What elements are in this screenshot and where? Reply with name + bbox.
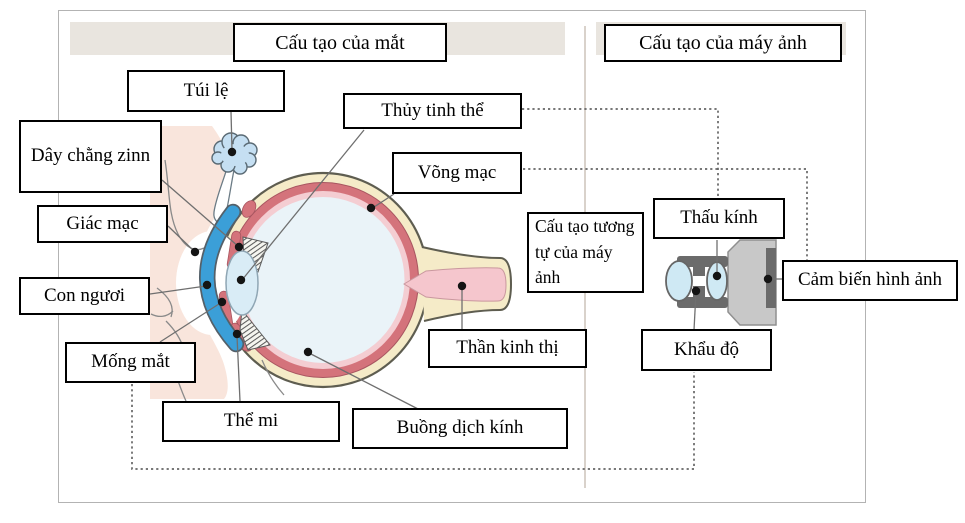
label-ciliary-body: Thể mi [162, 401, 340, 442]
aperture-blade-top [693, 262, 705, 276]
label-optic-nerve: Thần kinh thị [428, 329, 587, 368]
optic-nerve-core [403, 267, 507, 302]
label-image-sensor: Cảm biến hình ảnh [782, 260, 958, 301]
title-eye-structure: Cấu tạo của mắt [233, 23, 447, 62]
label-vitreous-chamber: Buồng dịch kính [352, 408, 568, 449]
eye-illustration [150, 126, 513, 402]
label-crystalline-lens: Thủy tinh thể [343, 93, 522, 129]
dotted-connectors [131, 108, 808, 470]
camera-illustration [665, 239, 777, 326]
label-camera-lens: Thấu kính [653, 198, 785, 239]
label-camera-analogy-note: Cấu tạo tương tự của máy ảnh [527, 212, 644, 293]
label-iris: Mống mắt [65, 342, 196, 383]
label-aperture: Khẩu độ [641, 329, 772, 371]
label-zinn-ligament: Dây chằng zinn [19, 120, 162, 193]
label-retina: Võng mạc [392, 152, 522, 194]
label-tear-sac: Túi lệ [127, 70, 285, 112]
leader-lines [149, 111, 783, 411]
marker-dots [190, 147, 773, 357]
camera-lens-front [665, 260, 693, 302]
label-pupil: Con ngươi [19, 277, 150, 315]
title-camera-structure: Cấu tạo của máy ảnh [604, 24, 842, 62]
tear-sac [211, 132, 258, 175]
camera-body [727, 239, 777, 326]
cornea-arc [200, 205, 243, 351]
label-cornea: Giác mạc [37, 205, 168, 243]
